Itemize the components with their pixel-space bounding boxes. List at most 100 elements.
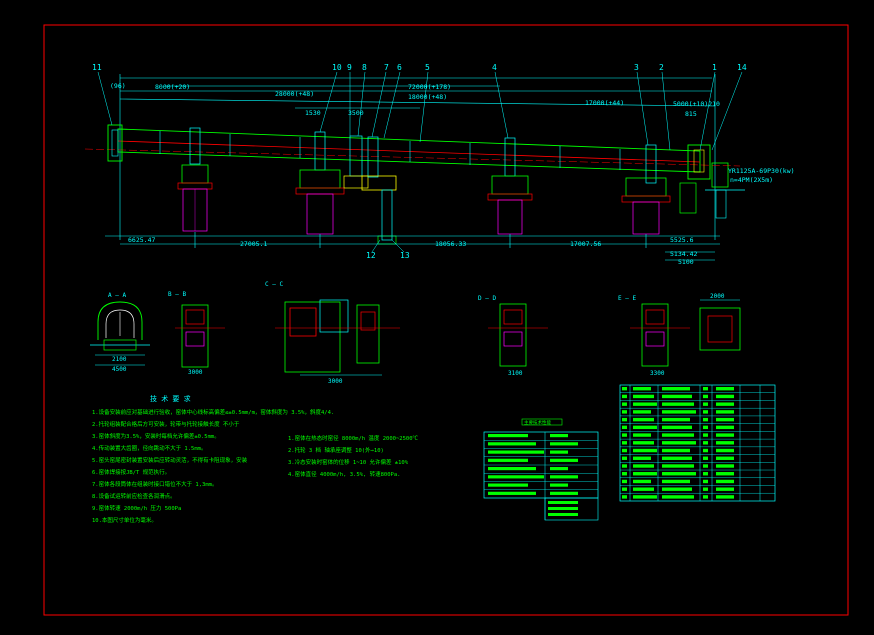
parts-table-cell — [633, 441, 654, 445]
callout-12: 12 — [366, 251, 376, 260]
parts-table-cell — [716, 402, 734, 406]
dim-17000: 17000(+44) — [585, 99, 624, 107]
drive-gear-station — [361, 136, 397, 245]
parts-table-cell — [662, 479, 690, 484]
callout-1: 1 — [712, 63, 717, 72]
parts-table-cell — [662, 472, 696, 476]
kiln-centerline — [117, 140, 701, 163]
parts-table-cell — [703, 479, 708, 484]
spec-table-cell — [488, 442, 536, 446]
spec-table-cell — [550, 475, 578, 479]
bdim-27005: 27005.1 — [240, 240, 267, 248]
parts-table-cell — [622, 433, 627, 437]
parts-table-cell — [622, 448, 627, 453]
section-d-d-label: D — D — [478, 295, 496, 302]
note-spec: 4.窑体直径 4000m/h, 3.5%, 转速800Pa. — [288, 470, 400, 478]
spec-table-cell — [550, 467, 568, 471]
spec-table-cell — [488, 450, 544, 454]
note-line: 5.窑头窑尾密封装置安装后应转动灵活，不得有卡阻现象，安装 — [92, 456, 248, 464]
notes-title: 技 术 要 求 — [150, 394, 191, 403]
section-e-e-label: E — E — [618, 295, 636, 302]
parts-table-cell — [633, 487, 654, 491]
spec-table-cell — [488, 467, 536, 471]
section-b-dim: 3000 — [188, 369, 203, 376]
parts-table-cell — [662, 433, 694, 437]
parts-table-cell — [716, 425, 734, 430]
parts-table-cell — [716, 417, 734, 422]
callout-4: 4 — [492, 63, 497, 72]
callout-14: 14 — [737, 63, 747, 72]
detail-box: 2000 — [699, 293, 741, 351]
bottom-dimension-lines — [105, 232, 720, 261]
parts-table-cell — [633, 464, 654, 468]
section-c-c-label: C — C — [265, 281, 283, 288]
spec-table-cell — [550, 458, 578, 462]
parts-table-cell — [703, 394, 708, 399]
parts-table-cell — [662, 394, 692, 399]
section-c-c: C — C 3000 — [265, 281, 400, 385]
parts-table-cell — [716, 448, 734, 453]
spec-table-cell — [548, 513, 578, 516]
callout-7: 7 — [384, 63, 389, 72]
spec-table-cell — [488, 458, 528, 462]
parts-table-cell — [622, 487, 627, 491]
dim-5000: 5000(+10)210 — [673, 100, 720, 108]
note-line: 2.托轮组装配合格后方可安装，轮带与托轮接触长度 不小于 — [92, 420, 240, 428]
detail-dim: 2000 — [710, 293, 725, 300]
parts-table-cell — [703, 387, 708, 391]
section-a-dim-4500: 4500 — [112, 366, 127, 373]
parts-table-cell — [716, 472, 734, 476]
dim-18000: 18000(+48) — [408, 93, 447, 101]
support-station-3 — [487, 137, 533, 235]
note-line: 7.窑体各段筒体在组装时接口错位不大于 1,3mm。 — [92, 480, 218, 488]
parts-table-cell — [633, 495, 657, 499]
spec-table: 主要技术性能 — [483, 418, 599, 521]
parts-table-cell — [622, 402, 627, 406]
callout-3: 3 — [634, 63, 639, 72]
motor-sub-label: n=4PM(2X5m) — [730, 176, 773, 184]
parts-table-cell — [703, 487, 708, 491]
support-station-4 — [621, 144, 671, 235]
parts-table-cell — [716, 387, 734, 391]
note-line: 6.窑体焊接按JB/T 规范执行。 — [92, 468, 170, 476]
motor-block — [679, 162, 745, 219]
parts-table-cell — [716, 441, 734, 445]
section-a-a: A — A 2100 4500 — [90, 292, 150, 373]
parts-table-cell — [716, 394, 734, 399]
parts-table-cell — [716, 487, 734, 491]
parts-table-cell — [662, 417, 690, 422]
bottom-dimension-text: 6625.47 27005.1 18056.33 17007.56 5525.6… — [128, 236, 697, 266]
kiln-inlet-hood — [107, 124, 123, 162]
section-c-dim: 3000 — [328, 378, 343, 385]
note-line: 8.设备试运转前应检查各润滑点。 — [92, 492, 176, 500]
section-d-d: D — D 3100 — [478, 295, 548, 377]
note-mid-line: 2.托轮 3 档 轴承座调整 10(外→10) — [288, 446, 384, 454]
callout-5: 5 — [425, 63, 430, 72]
parts-table-cell — [703, 441, 708, 445]
note-line: 1.设备安装前应对基础进行验收，窑体中心线标高偏差≤±0.5mm/m，窑体斜度为… — [92, 408, 334, 416]
parts-table-cell — [662, 464, 694, 468]
parts-table-cell — [716, 433, 734, 437]
dim-8000: 8000(+20) — [155, 83, 190, 91]
note-line: 3.窑体斜度为3.5%，安装时每档允许偏差±0.5mm。 — [92, 432, 220, 440]
spec-table-cell — [550, 491, 578, 495]
bdim-5525: 5525.6 — [670, 236, 694, 244]
spec-table-cell — [550, 442, 578, 446]
parts-table-cell — [703, 410, 708, 414]
parts-table-cell — [622, 394, 627, 399]
parts-table-cell — [703, 448, 708, 453]
bdim-18056: 18056.33 — [435, 240, 466, 248]
parts-table-cell — [622, 456, 627, 460]
parts-table-cell — [662, 441, 696, 445]
parts-table-cell — [622, 387, 627, 391]
parts-table-cell — [703, 464, 708, 468]
parts-table — [619, 384, 776, 502]
parts-table-cell — [703, 456, 708, 460]
parts-table-cell — [633, 425, 657, 430]
callout-9: 9 — [347, 63, 352, 72]
parts-table-cell — [662, 487, 692, 491]
drawing-frame — [43, 24, 849, 616]
parts-table-cell — [622, 417, 627, 422]
parts-table-cell — [622, 425, 627, 430]
top-dimension-text: (96) 8000(+20) 28000(+48) 72000(+178) 18… — [110, 82, 720, 118]
